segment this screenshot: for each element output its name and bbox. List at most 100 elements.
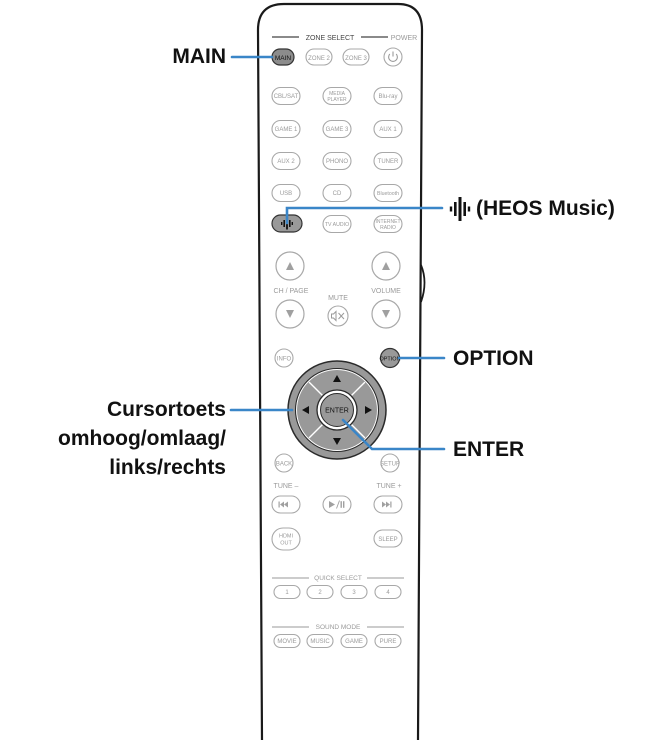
- main-button-label: MAIN: [275, 55, 292, 62]
- source-button-internet-radio-label-line2: RADIO: [380, 225, 396, 231]
- zone-select-label: ZONE SELECT: [306, 35, 355, 42]
- setup-button[interactable]: SETUP: [380, 453, 400, 473]
- zone3-button[interactable]: ZONE 3: [342, 48, 370, 66]
- power-button[interactable]: [383, 47, 403, 67]
- volume-up-button[interactable]: [371, 251, 401, 281]
- quick-select-button-2[interactable]: 2: [306, 584, 334, 600]
- power-icon: [388, 51, 398, 62]
- next-button[interactable]: [373, 495, 403, 514]
- mute-button[interactable]: [327, 305, 349, 327]
- sound-mode-row: MOVIE MUSIC GAME PURE: [273, 633, 402, 649]
- source-button-usb[interactable]: USB: [271, 183, 301, 203]
- power-label: POWER: [391, 35, 417, 42]
- callout-heos: (HEOS Music): [448, 194, 615, 223]
- source-button-phono[interactable]: PHONO: [322, 151, 352, 171]
- quick-select-button-4[interactable]: 4: [374, 584, 402, 600]
- volume-label: VOLUME: [371, 288, 401, 295]
- source-button-cd-label: CD: [333, 191, 342, 197]
- zone3-button-label: ZONE 3: [345, 56, 367, 62]
- ch-page-label: CH / PAGE: [274, 288, 309, 295]
- zone2-button[interactable]: ZONE 2: [305, 48, 333, 66]
- info-button[interactable]: INFO: [274, 348, 294, 368]
- source-button-aux-2-label: AUX 2: [277, 159, 295, 165]
- source-button-tv-audio[interactable]: TV AUDIO: [322, 214, 352, 234]
- cursor-up-icon[interactable]: [333, 375, 341, 382]
- callout-cursor-line3: links/rechts: [109, 456, 226, 479]
- sound-mode-button-game[interactable]: GAME: [340, 633, 368, 649]
- sound-mode-button-music[interactable]: MUSIC: [306, 633, 334, 649]
- callout-heos-text: (HEOS Music): [476, 197, 615, 220]
- triangle-up-icon: [286, 262, 294, 270]
- callout-option: OPTION: [453, 347, 534, 370]
- sound-mode-button-pure[interactable]: PURE: [374, 633, 402, 649]
- source-button-tv-audio-label: TV AUDIO: [325, 222, 349, 228]
- enter-leader-line: [341, 418, 446, 451]
- channel-down-button[interactable]: [275, 299, 305, 329]
- source-button-blu-ray[interactable]: Blu-ray: [373, 86, 403, 106]
- triangle-up-icon: [382, 262, 390, 270]
- source-button-aux-1[interactable]: AUX 1: [373, 119, 403, 139]
- hdmi-out-label-line2: OUT: [280, 541, 292, 547]
- source-button-cd[interactable]: CD: [322, 183, 352, 203]
- source-button-tuner[interactable]: TUNER: [373, 151, 403, 171]
- enter-button[interactable]: ENTER: [316, 389, 358, 431]
- option-button-label: OPTION: [379, 357, 400, 363]
- heos-leader-line: [285, 206, 444, 225]
- source-button-blu-ray-label: Blu-ray: [378, 94, 397, 100]
- source-button-game-3-label: GAME 3: [326, 127, 349, 133]
- main-button[interactable]: MAIN: [271, 48, 295, 66]
- source-button-cbl-sat-label: CBL/SAT: [274, 94, 299, 100]
- source-button-game-1[interactable]: GAME 1: [271, 119, 301, 139]
- source-button-game-3[interactable]: GAME 3: [322, 119, 352, 139]
- sound-mode-button-movie-label: MOVIE: [277, 639, 296, 645]
- sound-mode-button-movie[interactable]: MOVIE: [273, 633, 301, 649]
- quick-select-button-1-label: 1: [285, 590, 289, 596]
- skip-previous-icon: [278, 501, 288, 508]
- sound-mode-label: SOUND MODE: [316, 624, 361, 631]
- hdmi-out-label: HDMI: [279, 534, 294, 540]
- cursor-right-icon[interactable]: [365, 406, 372, 414]
- source-button-media-player-label: MEDIA: [329, 91, 346, 97]
- play-pause-button[interactable]: [322, 495, 352, 514]
- callout-enter: ENTER: [453, 438, 525, 461]
- callout-cursor-line2: omhoog/omlaag/: [58, 427, 226, 450]
- zone2-button-label: ZONE 2: [308, 56, 330, 62]
- triangle-down-icon: [286, 310, 294, 318]
- enter-button-label: ENTER: [325, 408, 349, 415]
- volume-down-button[interactable]: [371, 299, 401, 329]
- source-button-phono-label: PHONO: [326, 159, 348, 165]
- quick-select-button-2-label: 2: [318, 590, 322, 596]
- cursor-left-icon[interactable]: [302, 406, 309, 414]
- callout-cursor: Cursortoets omhoog/omlaag/ links/rechts: [0, 395, 226, 482]
- source-button-bluetooth-label: Bluetooth: [377, 191, 399, 197]
- mute-label: MUTE: [328, 295, 348, 302]
- back-button-label: BACK: [276, 462, 292, 468]
- quick-select-button-3-label: 3: [352, 590, 356, 596]
- source-button-aux-2[interactable]: AUX 2: [271, 151, 301, 171]
- previous-button[interactable]: [271, 495, 301, 514]
- source-button-aux-1-label: AUX 1: [379, 127, 397, 133]
- option-button[interactable]: OPTION: [379, 347, 401, 369]
- quick-select-button-1[interactable]: 1: [273, 584, 301, 600]
- tune-plus-label: TUNE +: [376, 483, 401, 490]
- channel-up-button[interactable]: [275, 251, 305, 281]
- info-button-label: INFO: [277, 357, 292, 363]
- back-button[interactable]: BACK: [274, 453, 294, 473]
- quick-select-button-3[interactable]: 3: [340, 584, 368, 600]
- mute-icon: [331, 310, 345, 322]
- callout-main: MAIN: [172, 45, 226, 68]
- source-button-internet-radio-label: INTERNET: [376, 219, 401, 225]
- sound-mode-button-music-label: MUSIC: [310, 639, 330, 645]
- sleep-button-label: SLEEP: [378, 537, 397, 543]
- source-button-usb-label: USB: [280, 191, 292, 197]
- source-button-bluetooth[interactable]: Bluetooth: [373, 183, 403, 203]
- sound-mode-button-pure-label: PURE: [380, 639, 397, 645]
- hdmi-out-button[interactable]: HDMI OUT: [271, 527, 301, 551]
- cursor-down-icon[interactable]: [333, 438, 341, 445]
- source-button-cbl-sat[interactable]: CBL/SAT: [271, 86, 301, 106]
- sleep-button[interactable]: SLEEP: [373, 529, 403, 548]
- callout-cursor-line1: Cursortoets: [106, 398, 226, 421]
